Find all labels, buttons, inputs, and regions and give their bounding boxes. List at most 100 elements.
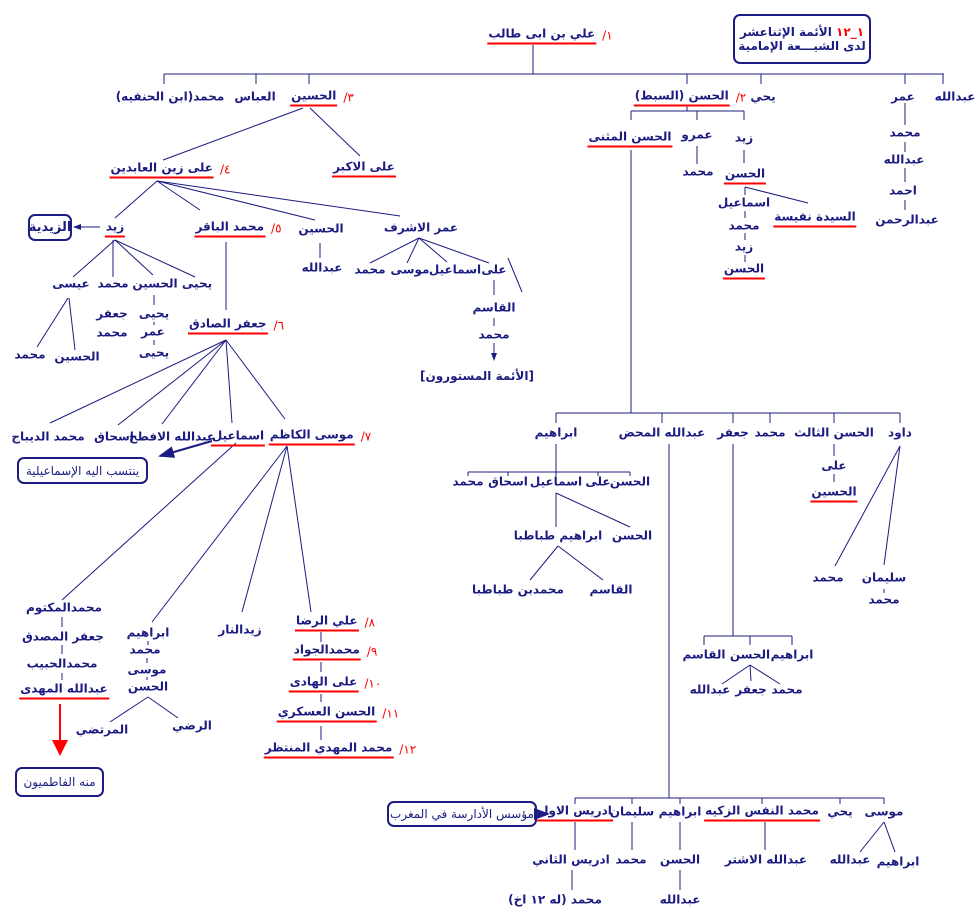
person-name: الحسن العسكري (276, 704, 377, 723)
connector-line (61, 442, 237, 601)
person-node-idris2: ادريس الثاني (531, 852, 611, 869)
person-name: محمد (682, 164, 714, 179)
connector-line (49, 339, 227, 424)
person-node-sul-muhammad: محمد (614, 852, 647, 869)
connector-line (529, 545, 559, 581)
person-name: يحيى (181, 276, 213, 291)
person-name: محمد (354, 262, 386, 277)
person-name: العباس (234, 89, 276, 104)
connector-line (507, 257, 523, 293)
person-name: عمر الاشرف (383, 220, 459, 235)
person-name: احمد (889, 183, 917, 198)
person-name: علي بن ابى طالب (487, 26, 597, 45)
person-node-tabataba-qasim: القاسم (589, 582, 634, 599)
person-node-jh-abdallah: عبدالله (689, 682, 732, 699)
connector-line (72, 239, 116, 278)
person-node-zayd: زيد (104, 219, 126, 238)
person-node-ashraf-ali: على (480, 262, 507, 279)
person-name: عمرو (681, 127, 713, 142)
imam-number: /١ (602, 28, 613, 42)
connector-line (117, 339, 227, 426)
person-node-ashraf-musa: موسى (390, 262, 431, 279)
person-name: سليمان (861, 570, 907, 585)
person-name: محمد (771, 682, 803, 697)
person-node-m-ibrahim: ابراهيم (534, 425, 579, 442)
person-name: محمد النفس الزكيه (704, 803, 820, 822)
connector-line (114, 239, 196, 278)
person-node-murtada: المرتضي (75, 722, 130, 739)
person-name: اسماعيل (428, 262, 482, 277)
person-node-zayd-husayn: الحسين (131, 276, 178, 293)
person-node-ib-hasan: الحسن (609, 474, 651, 491)
connector-line (156, 180, 316, 221)
person-node-yahya-top: يحي (749, 89, 776, 106)
connector-line (749, 664, 752, 682)
person-name: زيد (104, 219, 126, 238)
person-node-tabataba-muhammad: محمدبن طباطبا (471, 582, 565, 599)
person-name: موسى (390, 262, 430, 277)
person-node-zayd-hasan: الحسن (723, 166, 767, 185)
imam-number: /٢ (735, 90, 747, 104)
person-name: موسى (127, 662, 167, 677)
connector-line (156, 180, 201, 211)
person-node-ibr-abdallah: عبدالله (659, 892, 702, 909)
person-name: على زين العابدين (109, 160, 214, 179)
person-name: محمد (868, 592, 900, 607)
person-node-hadi: /١٠ على الهادى (288, 674, 382, 693)
person-node-umar-ashraf: عمر الاشرف (383, 220, 459, 237)
person-node-zayd-yahya: يحيى (181, 276, 213, 293)
person-name: علي الرضا (294, 613, 359, 632)
person-name: على الهادى (288, 674, 359, 693)
person-name: عمر (891, 89, 915, 104)
person-node-umar-muhammad: محمد (888, 125, 921, 142)
person-name: الحسين (810, 484, 858, 503)
person-node-m-muhammad: محمد (753, 425, 786, 442)
person-name: القاسم (472, 300, 516, 315)
person-node-zayd-h: زيد (734, 130, 754, 147)
person-name: المرتضي (75, 722, 129, 737)
person-node-zayd-nar: زيدالنار (217, 622, 262, 639)
person-name: عبدالله (883, 152, 925, 167)
person-name: الحسن (659, 852, 701, 867)
person-node-ismail: اسماعيل (210, 428, 266, 447)
person-name: ابراهيم (876, 854, 920, 869)
person-node-m-jafar: جعفر (716, 425, 750, 442)
person-name: الحسين (132, 276, 178, 291)
person-name: اسحاق (488, 474, 528, 489)
person-name: محمدالجواد (292, 642, 361, 661)
person-name: جعفر المصدق (22, 629, 104, 644)
connector-line (883, 445, 901, 566)
person-name: محمد الباقر (194, 219, 266, 238)
person-name: الحسن (127, 679, 169, 694)
person-node-ali: /١ علي بن ابى طالب (487, 26, 613, 45)
person-name: محمدالحبيب (26, 656, 98, 671)
person-node-nafs: محمد النفس الزكيه (704, 803, 820, 822)
person-name: محمد (478, 327, 510, 342)
person-node-sadiq: /٦ جعفر الصادق (187, 316, 285, 335)
person-name: جعفر (96, 306, 128, 321)
person-node-daud-muhammad: محمد (811, 570, 844, 587)
person-node-umar-ahmad: احمد (888, 183, 918, 200)
imam-number: /٣ (343, 90, 354, 104)
imam-number: /١٠ (364, 676, 382, 690)
connector-line (109, 696, 149, 723)
person-name: جعفر الصادق (187, 316, 268, 335)
person-node-md-sulayman: سليمان (609, 804, 655, 821)
person-name: اسماعيل (717, 195, 771, 210)
imam-number: /٦ (273, 318, 285, 332)
person-name: القاسم (682, 647, 726, 662)
connector-line (369, 237, 420, 264)
person-node-ashtar: عبدالله الاشتر (724, 852, 808, 869)
title-text: الأئمة الإثناعشر (739, 25, 832, 39)
person-node-h3-husayn: الحسين (810, 484, 858, 503)
person-node-daud-sulayman: سليمان (861, 570, 907, 587)
person-name: الحسن (609, 474, 651, 489)
connector-line (834, 445, 901, 567)
